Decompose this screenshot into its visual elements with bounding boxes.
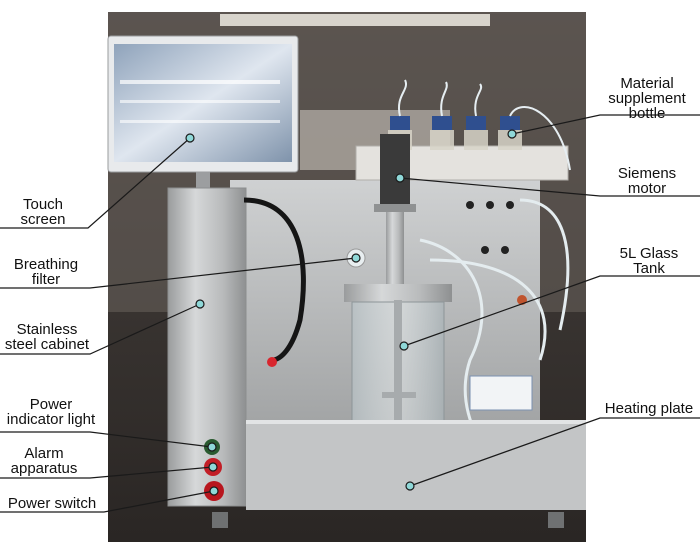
- leader-power-switch: [0, 490, 215, 513]
- leader-alarm: [0, 466, 214, 479]
- sensor-plug: [267, 357, 277, 367]
- marker-siemens-motor: [395, 173, 405, 183]
- marker-material-bottle: [507, 129, 517, 139]
- sensor-cable: [243, 197, 306, 363]
- leader-glass-tank: [403, 275, 700, 347]
- leader-breathing-filter: [0, 257, 357, 289]
- label-heating-plate: Heating plate: [604, 400, 694, 417]
- leader-siemens-motor: [399, 177, 700, 197]
- marker-stainless-cabinet: [195, 299, 205, 309]
- siemens-motor-body: [374, 134, 416, 292]
- marker-power-indicator: [207, 442, 217, 452]
- leader-lines: [0, 114, 700, 513]
- leader-stainless-cabinet: [0, 303, 201, 355]
- marker-touch-screen: [185, 133, 195, 143]
- markers: [185, 129, 517, 496]
- leader-power-indicator: [0, 431, 213, 448]
- touch-screen-monitor: [107, 35, 299, 188]
- marker-glass-tank: [399, 341, 409, 351]
- marker-power-switch: [209, 486, 219, 496]
- tubing: [419, 198, 570, 472]
- marker-breathing-filter: [351, 253, 361, 263]
- leader-heating-plate: [409, 417, 700, 487]
- marker-heating-plate: [405, 481, 415, 491]
- stainless-cabinet-body: [167, 187, 586, 528]
- leader-material-bottle: [511, 114, 700, 135]
- marker-alarm: [208, 462, 218, 472]
- label-power-switch: Power switch: [7, 495, 97, 512]
- leader-touch-screen: [0, 137, 191, 229]
